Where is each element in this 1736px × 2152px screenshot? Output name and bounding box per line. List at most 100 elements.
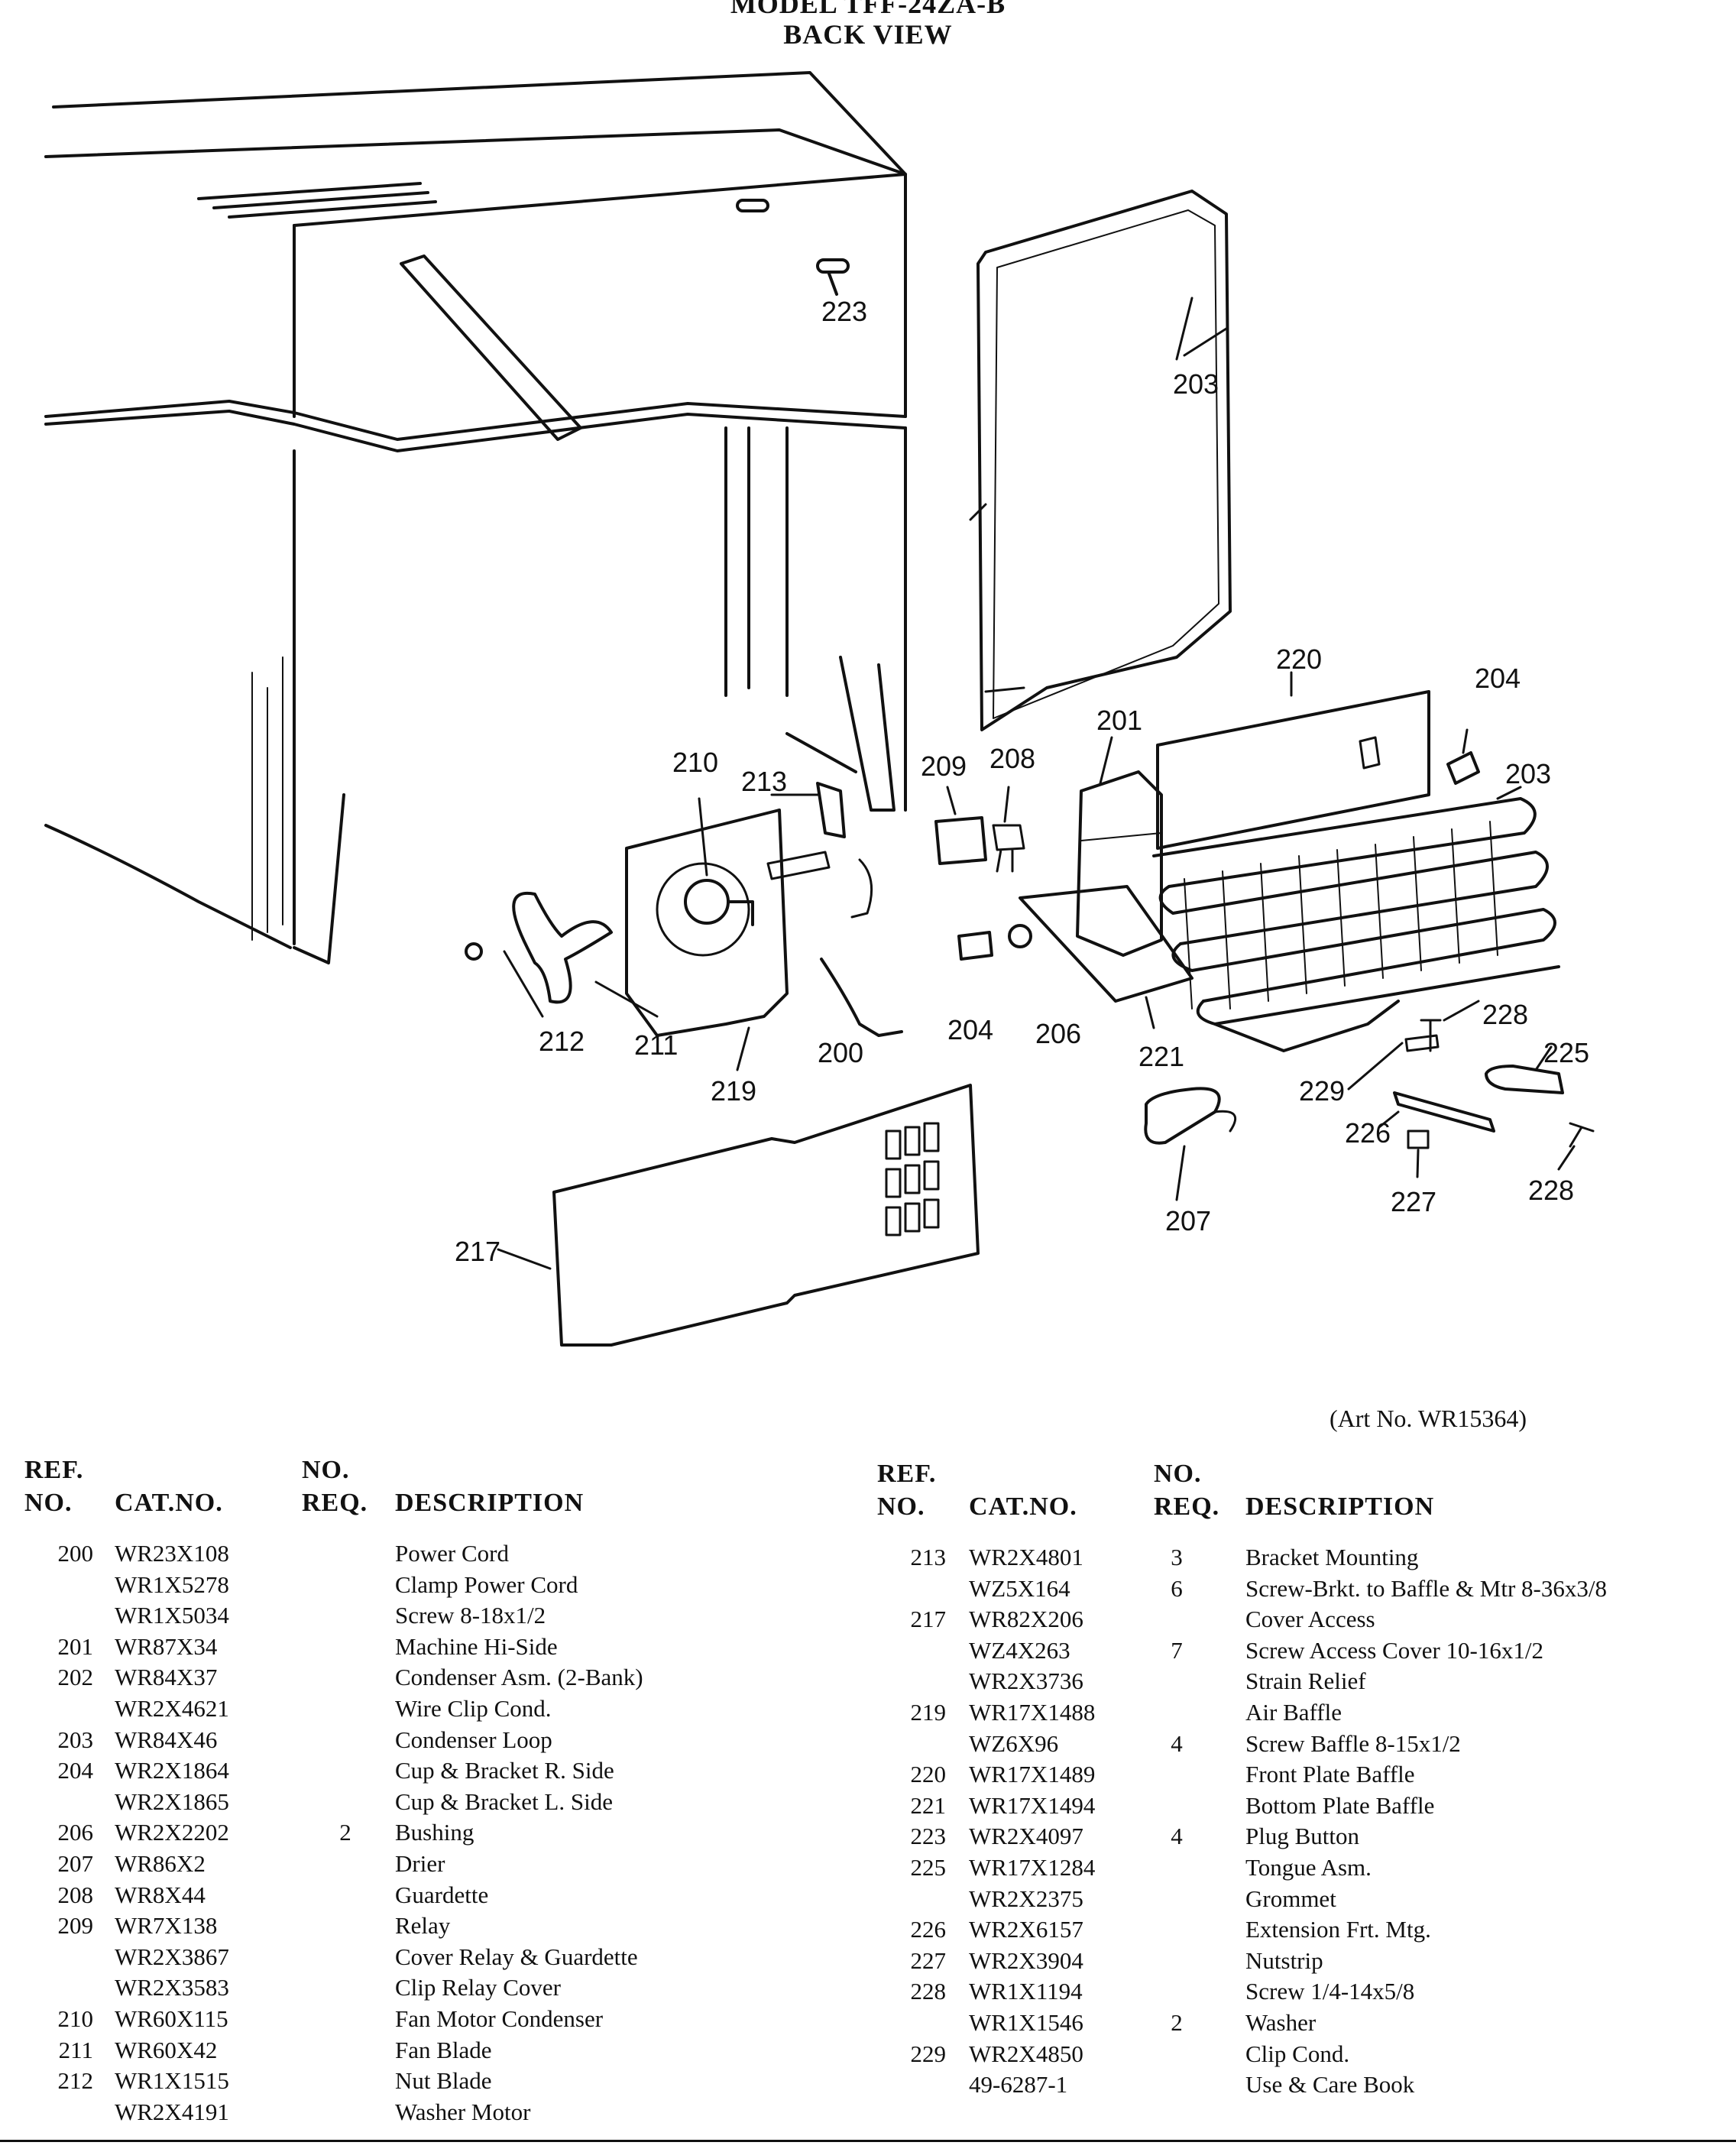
screw-228-b xyxy=(1569,1122,1595,1148)
cat-no-cell: WZ6X96 xyxy=(969,1729,1059,1757)
ref-cell: 206 xyxy=(57,1819,94,1846)
ref-cell: 225 xyxy=(910,1853,947,1881)
cat-no-cell: WR2X4097 xyxy=(969,1823,1083,1850)
cat-no-cell: WR2X4801 xyxy=(969,1544,1083,1570)
callout-label: 213 xyxy=(741,766,787,797)
description-cell: Screw 1/4-14x5/8 xyxy=(1245,1978,1415,2005)
description-cell: Use & Care Book xyxy=(1245,2071,1415,2099)
description-cell: Washer Motor xyxy=(395,2098,531,2125)
callout-label: 226 xyxy=(1345,1117,1391,1149)
ref-cell: 221 xyxy=(910,1791,947,1819)
ref-cell: 202 xyxy=(57,1664,94,1691)
ref-cell: 228 xyxy=(910,1978,947,2005)
description-cell: Machine Hi-Side xyxy=(395,1632,558,1660)
callout-label: 220 xyxy=(1276,643,1322,675)
callout-label: 200 xyxy=(818,1037,863,1068)
req-cell: 6 xyxy=(1171,1574,1183,1602)
description-cell: Bracket Mounting xyxy=(1245,1544,1419,1570)
description-cell: Washer xyxy=(1245,2008,1317,2036)
callout-label: 208 xyxy=(989,743,1035,774)
callout-label: 219 xyxy=(711,1075,756,1107)
mounting-bracket xyxy=(816,782,846,838)
callout-label: 209 xyxy=(921,750,967,782)
description-cell: Bushing xyxy=(395,1819,474,1846)
tongue-asm xyxy=(1485,1065,1564,1094)
refrigerator-cabinet xyxy=(44,71,907,964)
callout-label: 217 xyxy=(455,1236,500,1267)
description-cell: Condenser Loop xyxy=(395,1726,552,1753)
cat-no-cell: WR1X5034 xyxy=(115,1602,229,1629)
cat-no-cell: WR2X1864 xyxy=(115,1757,229,1784)
model-title: MODEL TFF-24ZA-B xyxy=(730,0,1006,19)
description-cell: Bottom Plate Baffle xyxy=(1245,1791,1435,1819)
callout-label: 212 xyxy=(539,1026,585,1057)
cat-no-cell: WR17X1494 xyxy=(969,1791,1096,1819)
callout-label: 225 xyxy=(1543,1037,1589,1068)
header-ref-line1-right: REF. xyxy=(877,1460,937,1488)
condenser-loop xyxy=(976,190,1232,731)
callout-label: 211 xyxy=(634,1029,678,1061)
callout-label: 203 xyxy=(1505,758,1551,789)
ref-cell: 208 xyxy=(57,1881,94,1908)
cat-no-cell: WR17X1488 xyxy=(969,1698,1096,1726)
cat-no-cell: WR2X3583 xyxy=(115,1974,229,2001)
description-cell: Nut Blade xyxy=(395,2067,492,2095)
ref-cell: 201 xyxy=(57,1632,94,1660)
bottom-rule xyxy=(0,2140,1736,2142)
guardette xyxy=(992,824,1025,873)
cat-no-cell: WR1X1194 xyxy=(969,1978,1083,2005)
cat-no-cell: WR2X4191 xyxy=(115,2098,229,2125)
description-cell: Nutstrip xyxy=(1245,1946,1323,1974)
callout-label: 201 xyxy=(1096,705,1142,736)
req-cell: 4 xyxy=(1171,1823,1183,1850)
nut-blade xyxy=(465,942,483,961)
description-cell: Clip Relay Cover xyxy=(395,1974,561,2001)
callout-labels: 223 203 220 204 203 201 210 213 209 208 … xyxy=(455,296,1589,1267)
cat-no-cell: WR2X3867 xyxy=(115,1943,229,1970)
bushing xyxy=(1008,924,1032,948)
cat-no-cell: WR23X108 xyxy=(115,1540,229,1567)
cat-no-cell: WR60X115 xyxy=(115,2005,228,2032)
description-cell: Grommet xyxy=(1245,1885,1336,1912)
cup-bracket xyxy=(957,931,993,961)
exploded-parts-diagram: 223 203 220 204 203 201 210 213 209 208 … xyxy=(44,71,1595,1347)
req-cell: 7 xyxy=(1171,1636,1183,1664)
cat-no-cell: WR2X1865 xyxy=(115,1787,229,1815)
callout-label: 227 xyxy=(1391,1186,1436,1217)
header-ref-line2-right: NO. xyxy=(877,1492,925,1521)
compressor xyxy=(1076,770,1163,957)
description-cell: Screw Access Cover 10-16x1/2 xyxy=(1245,1636,1543,1664)
cat-no-cell: WR1X1546 xyxy=(969,2008,1083,2036)
description-cell: Cup & Bracket L. Side xyxy=(395,1787,613,1815)
req-cell: 4 xyxy=(1171,1729,1183,1757)
description-cell: Condenser Asm. (2-Bank) xyxy=(395,1664,643,1691)
description-cell: Fan Blade xyxy=(395,2036,492,2063)
front-plate-baffle xyxy=(1156,690,1430,850)
fan-motor xyxy=(684,879,730,925)
cat-no-cell: WR2X3736 xyxy=(969,1667,1083,1695)
header-cat-no-right: CAT.NO. xyxy=(969,1492,1077,1521)
req-cell: 2 xyxy=(339,1819,351,1846)
view-title: BACK VIEW xyxy=(783,19,953,50)
description-cell: Screw Baffle 8-15x1/2 xyxy=(1245,1729,1461,1757)
description-cell: Guardette xyxy=(395,1881,489,1908)
condenser-coil xyxy=(1152,797,1560,1052)
description-cell: Air Baffle xyxy=(1245,1698,1342,1726)
cat-no-cell: WR2X2202 xyxy=(115,1819,229,1846)
description-cell: Wire Clip Cond. xyxy=(395,1694,552,1722)
description-cell: Clip Cond. xyxy=(1245,2040,1350,2067)
callout-label: 203 xyxy=(1173,368,1219,400)
cat-no-cell: WR7X138 xyxy=(115,1912,218,1940)
ref-cell: 200 xyxy=(57,1540,94,1567)
callout-label: 206 xyxy=(1035,1018,1081,1049)
cat-no-cell: WR2X3904 xyxy=(969,1946,1083,1974)
cat-no-cell: WR2X6157 xyxy=(969,1916,1083,1943)
description-cell: Screw-Brkt. to Baffle & Mtr 8-36x3/8 xyxy=(1245,1574,1607,1602)
cat-no-cell: WR17X1489 xyxy=(969,1761,1096,1788)
nutstrip xyxy=(1407,1129,1430,1149)
header-req-line2: REQ. xyxy=(302,1489,368,1517)
ref-cell: 227 xyxy=(910,1946,947,1974)
callout-label: 207 xyxy=(1165,1205,1211,1236)
air-baffle xyxy=(625,809,789,1037)
ref-cell: 212 xyxy=(57,2067,94,2095)
